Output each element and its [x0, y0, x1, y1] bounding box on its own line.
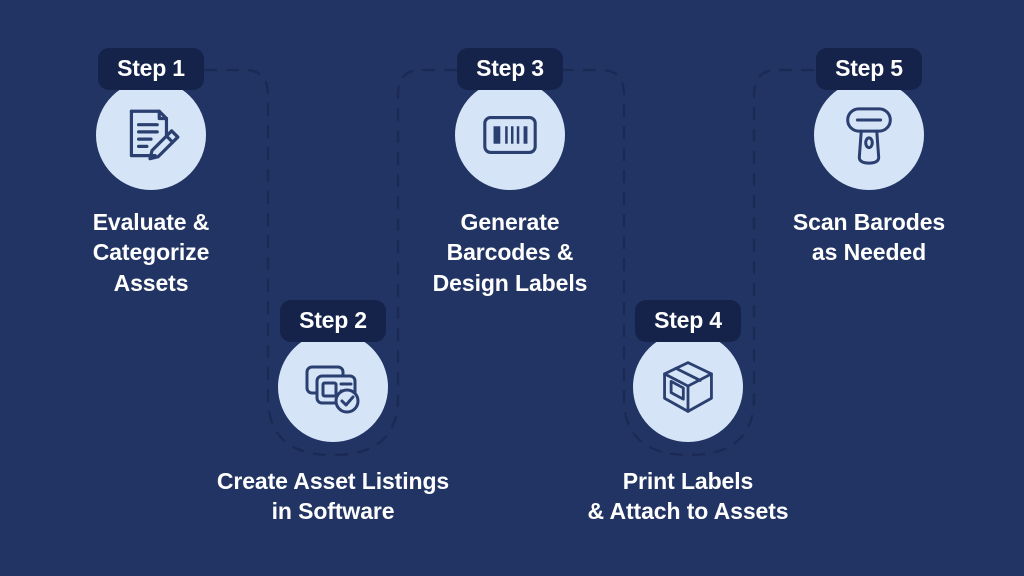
step-node-4: Step 4 Print Labels & Attach to Assets: [538, 300, 838, 527]
step-node-1: Step 1 Evaluate & Categorize Assets: [1, 48, 301, 298]
step-node-2: Step 2 Create Asset Listings in Software: [183, 300, 483, 527]
step-badge-3: Step 3: [457, 48, 563, 90]
barcode-icon: [479, 104, 541, 166]
step-node-3: Step 3 Generate Barcodes & Design Labels: [360, 48, 660, 298]
document-pencil-icon: [118, 102, 184, 168]
step-caption-3: Generate Barcodes & Design Labels: [432, 209, 588, 296]
step-caption-5: Scan Barodes as Needed: [792, 209, 946, 266]
step-badge-4: Step 4: [635, 300, 741, 342]
package-box-icon: [658, 357, 718, 417]
step-caption-2: Create Asset Listings in Software: [216, 468, 450, 525]
step-badge-1: Step 1: [98, 48, 204, 90]
asset-cards-check-icon: [301, 355, 365, 419]
step-icon-circle-1: [96, 80, 206, 190]
step-node-5: Step 5 Scan Barodes as Needed: [719, 48, 1019, 268]
barcode-scanner-icon: [840, 104, 898, 166]
step-icon-circle-3: [455, 80, 565, 190]
step-badge-2: Step 2: [280, 300, 386, 342]
step-caption-4: Print Labels & Attach to Assets: [587, 468, 789, 525]
step-caption-1: Evaluate & Categorize Assets: [92, 209, 210, 296]
step-icon-circle-4: [633, 332, 743, 442]
step-icon-circle-2: [278, 332, 388, 442]
step-icon-circle-5: [814, 80, 924, 190]
step-badge-5: Step 5: [816, 48, 922, 90]
